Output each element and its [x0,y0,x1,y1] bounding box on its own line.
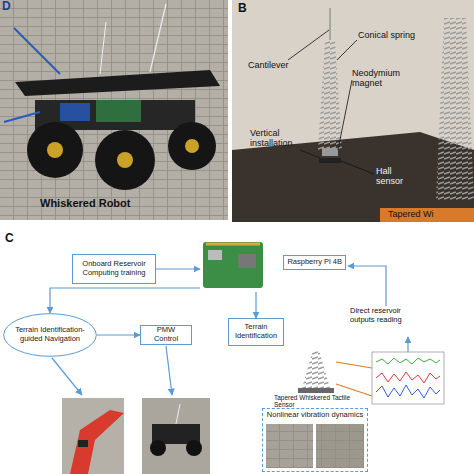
pavement-photo [0,0,228,220]
node-text: Terrain Identification [232,323,280,340]
leader-line [337,40,357,60]
process-box: Terrain Identification [228,318,284,346]
part-name: Neodymium magnet [352,68,412,89]
robot-wheel [168,122,216,170]
red-mat [70,410,124,474]
leader-line [341,161,374,174]
sensor-label: Tapered Whiskered Tactile Sensor [274,394,370,409]
group-box: Nonlinear vibration dynamics [262,408,368,472]
robot-wheel [27,122,83,178]
cantilever [329,8,330,40]
whisker-wire [176,404,180,424]
driver-board [60,103,90,121]
navigation-photo [62,398,124,474]
signal-plot [372,352,444,404]
ellipse-shape [4,314,97,357]
raspberry-pi-board [203,242,263,288]
robot-top-plate [15,70,220,96]
board-box: Raspberry Pi 4B [200,238,346,292]
node-text: Onboard Reservoir Computing training [76,260,152,277]
controller-board [96,100,141,122]
wheel-hub [185,139,199,153]
signal-lead [336,362,372,368]
ellipse-node: Terrain Identification-guided Navigation [3,313,97,357]
plot-trace [376,372,440,383]
pointer-arrow [14,28,60,74]
part-name: Conical spring [358,30,418,40]
wheel-hub [117,152,133,168]
flow-connector [156,268,200,269]
sensor-spring [302,350,330,388]
flow-note: Direct reservoir outputs reading [350,307,424,324]
flow-arrow [407,337,408,352]
robot-wheel [186,440,202,456]
whisker-wire [100,22,106,74]
part-name: Vertical installation [250,128,310,149]
node-text: Raspberry Pi 4B [283,255,346,270]
flow-arrow [166,346,172,395]
leader-line [288,30,329,60]
node-text: Terrain Identification-guided Navigation [15,326,85,343]
terrain-photo [316,424,364,468]
panel-letter: C [5,232,14,246]
hall-sensor [319,158,341,163]
terrain-photo [266,424,313,468]
conical-spring [318,40,342,150]
flow-arrow [348,266,386,306]
board-chip [208,250,222,260]
plot-trace [376,358,440,364]
wheel-hub [47,142,63,158]
terrain-texture [316,424,364,468]
node-text: PMW Control [144,326,188,343]
robot-small [78,440,88,447]
leader-line [300,150,320,158]
terrain-texture [266,424,313,468]
flow-connector [255,292,256,318]
neodymium-magnet [322,148,338,156]
panel-letter: B [238,2,247,16]
pointer-arrow [4,112,40,122]
robot-photo [142,398,210,474]
photo-caption: Whiskered Robot [40,197,130,210]
board-chip [238,254,256,268]
panel-letter: D [2,0,11,14]
gpio-pins [206,243,260,246]
process-box: Onboard Reservoir Computing training [72,254,156,284]
part-name: Cantilever [248,60,289,70]
pavement-texture [0,0,228,220]
node-text: Nonlinear vibration dynamics [267,411,363,420]
whisker-wire [150,4,166,72]
sensor-base [298,388,334,393]
sensor-photo [232,0,474,222]
process-box: PMW Control [140,325,192,345]
plot-trace [376,385,440,398]
part-name: Hall sensor [376,166,416,187]
leader-line [338,80,352,150]
robot-wheel [150,440,166,456]
flow-arrow [52,358,82,395]
flow-connector [97,334,140,335]
robot-wheel [95,130,155,190]
part-name: Tapered Wi [388,209,434,219]
tapered-whisker-bar [380,208,474,222]
flow-connector [50,288,200,313]
spring-closeup [436,18,474,200]
